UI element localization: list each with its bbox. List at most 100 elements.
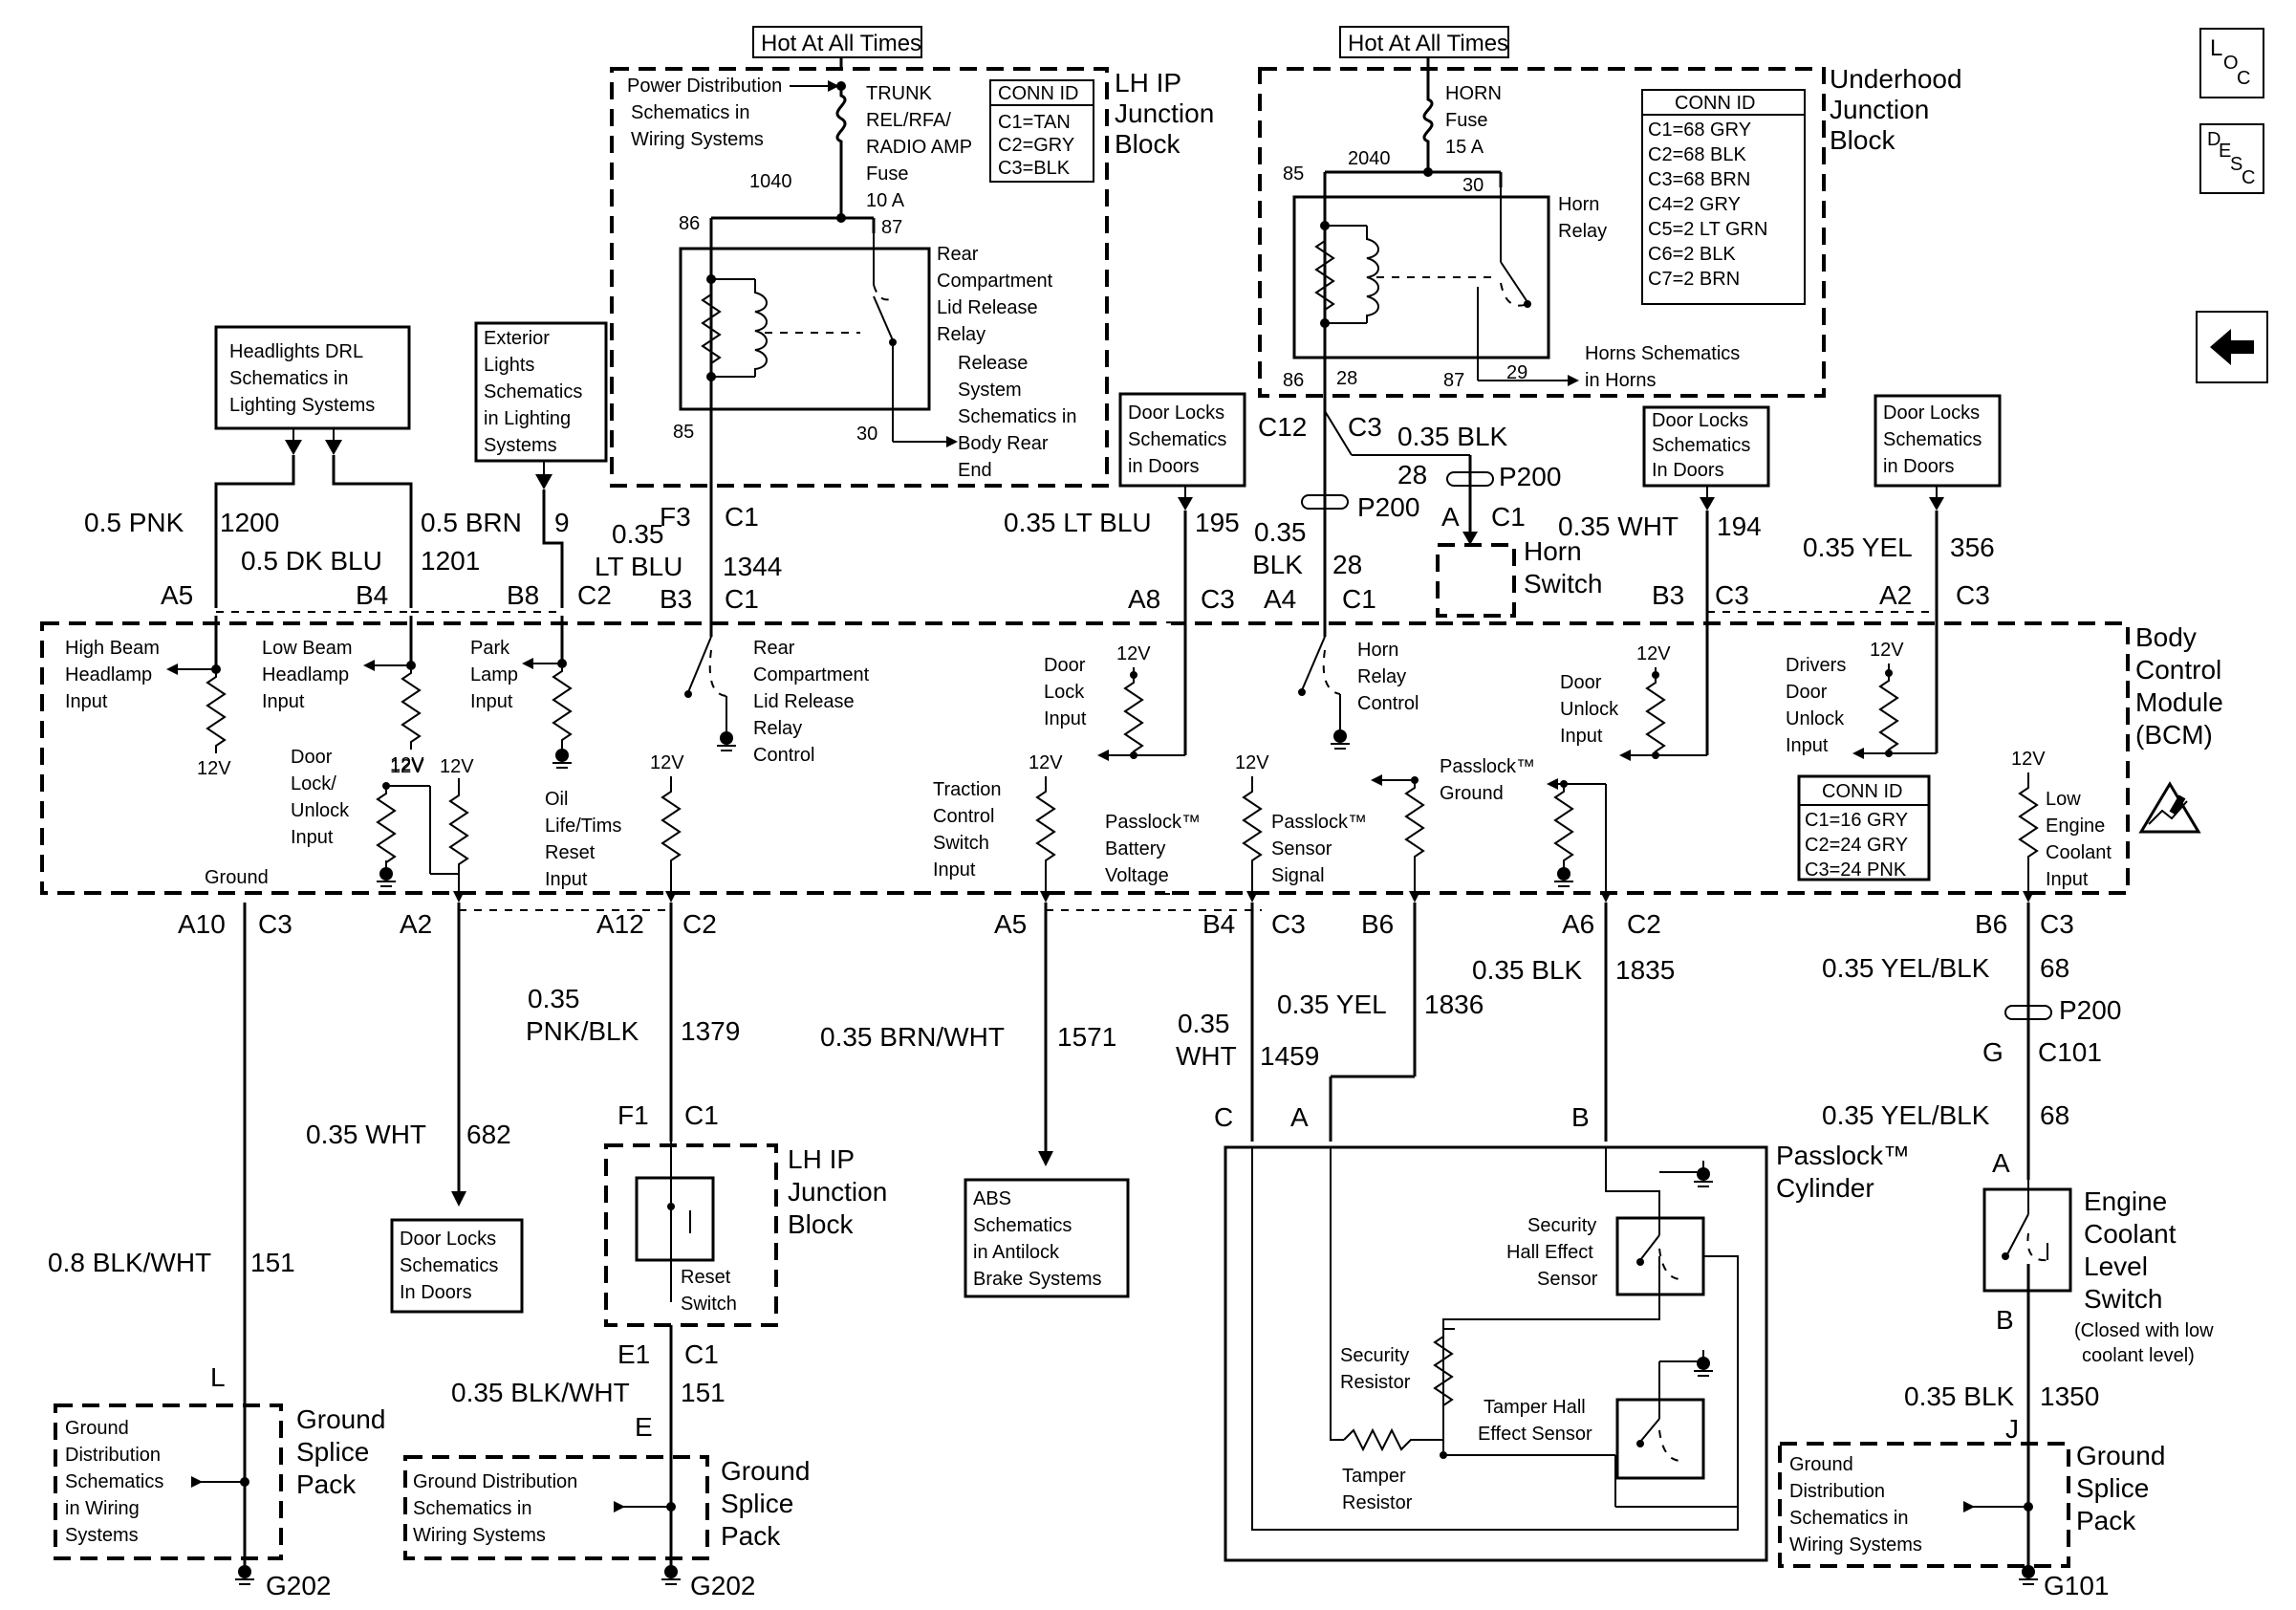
svg-text:in Doors: in Doors — [1883, 456, 1954, 477]
svg-text:C1: C1 — [725, 584, 759, 614]
svg-text:Door Locks: Door Locks — [1883, 402, 1980, 424]
svg-text:in Antilock: in Antilock — [973, 1242, 1060, 1263]
door-locks-ref-box-3[interactable]: Door Locks Schematics in Doors — [1874, 394, 2002, 488]
p200-connector-3: P200 — [2004, 995, 2121, 1025]
svg-text:Input: Input — [262, 691, 305, 712]
svg-text:1200: 1200 — [220, 508, 279, 537]
svg-text:Distribution: Distribution — [65, 1445, 161, 1466]
svg-text:Lid Release: Lid Release — [937, 297, 1038, 318]
svg-text:A4: A4 — [1264, 584, 1296, 614]
svg-text:195: 195 — [1195, 508, 1240, 537]
svg-text:12V: 12V — [390, 756, 424, 777]
svg-text:Ground Distribution: Ground Distribution — [413, 1471, 577, 1492]
location-button[interactable]: LOC — [2199, 28, 2264, 98]
svg-text:C1=TAN: C1=TAN — [998, 112, 1071, 133]
svg-text:C2=GRY: C2=GRY — [998, 135, 1074, 156]
svg-text:0.35 BLK: 0.35 BLK — [1904, 1382, 2015, 1411]
door-locks-ref-box-1[interactable]: Door Locks Schematics in Doors — [1118, 392, 1246, 488]
svg-text:High Beam: High Beam — [65, 638, 160, 659]
svg-text:1836: 1836 — [1424, 990, 1484, 1019]
svg-text:Relay: Relay — [753, 718, 802, 739]
svg-text:12V: 12V — [440, 756, 474, 777]
svg-text:E: E — [635, 1412, 653, 1442]
svg-text:WHT: WHT — [1176, 1041, 1237, 1071]
svg-text:A: A — [1290, 1102, 1309, 1132]
headlights-drl-ref-box[interactable]: Headlights DRL Schematics in Lighting Sy… — [214, 325, 411, 430]
svg-text:E: E — [2219, 141, 2231, 162]
svg-text:Hall Effect: Hall Effect — [1506, 1242, 1593, 1263]
horn-switch[interactable] — [1436, 543, 1516, 618]
svg-text:1379: 1379 — [681, 1016, 740, 1046]
svg-text:Schematics: Schematics — [1883, 429, 1982, 450]
door-locks-ref-box-2[interactable]: Door Locks Schematics In Doors — [1642, 405, 1770, 488]
svg-text:12V: 12V — [650, 752, 684, 773]
svg-text:System: System — [958, 380, 1022, 401]
svg-text:Door Locks: Door Locks — [1128, 402, 1224, 424]
abs-ref-box[interactable]: ABS Schematics in Antilock Brake Systems — [964, 1178, 1130, 1298]
svg-text:Drivers: Drivers — [1786, 655, 1846, 676]
svg-text:0.35 BLK: 0.35 BLK — [1472, 955, 1583, 985]
svg-text:CONN ID: CONN ID — [1675, 93, 1755, 114]
svg-text:Ground: Ground — [1440, 783, 1504, 804]
svg-text:Door Locks: Door Locks — [400, 1229, 496, 1250]
ground-splice-pack-center: Ground Distribution Schematics in Wiring… — [403, 1444, 810, 1600]
svg-text:Horn: Horn — [1524, 536, 1582, 566]
svg-text:Switch: Switch — [1524, 569, 1602, 598]
p200-connector-1: P200 — [1301, 492, 1419, 522]
door-locks-ref-box-4[interactable]: Door Locks Schematics In Doors — [390, 1218, 524, 1314]
svg-text:L: L — [210, 1362, 226, 1392]
svg-text:0.35 YEL: 0.35 YEL — [1277, 990, 1387, 1019]
svg-text:coolant level): coolant level) — [2082, 1345, 2195, 1366]
svg-text:C3=68 BRN: C3=68 BRN — [1648, 169, 1750, 190]
svg-text:C3: C3 — [1348, 412, 1382, 442]
svg-text:Switch: Switch — [681, 1294, 737, 1315]
svg-text:Release: Release — [958, 353, 1028, 374]
svg-text:0.35 LT BLU: 0.35 LT BLU — [1004, 508, 1152, 537]
rear-compartment-relay — [679, 247, 931, 411]
svg-text:Splice: Splice — [2076, 1473, 2149, 1503]
svg-text:C6=2 BLK: C6=2 BLK — [1648, 244, 1736, 265]
svg-text:B8: B8 — [507, 580, 539, 610]
svg-text:BLK: BLK — [1252, 550, 1303, 579]
svg-text:Ground: Ground — [2076, 1441, 2165, 1470]
svg-text:Unlock: Unlock — [1786, 708, 1845, 729]
svg-text:Input: Input — [545, 869, 588, 890]
svg-text:HORN: HORN — [1445, 83, 1502, 104]
svg-text:Ground: Ground — [65, 1418, 129, 1439]
exterior-lights-ref-box[interactable]: Exterior Lights Schematics in Lighting S… — [474, 321, 608, 463]
svg-text:Hot At All Times: Hot At All Times — [761, 31, 921, 56]
svg-text:Body Rear: Body Rear — [958, 433, 1049, 454]
svg-text:C12: C12 — [1258, 412, 1307, 442]
back-arrow-button[interactable] — [2196, 311, 2268, 383]
svg-text:C1=16 GRY: C1=16 GRY — [1805, 810, 1908, 831]
svg-text:85: 85 — [673, 422, 694, 443]
svg-text:B3: B3 — [1652, 580, 1684, 610]
svg-text:Body: Body — [2135, 622, 2197, 652]
reset-switch[interactable] — [635, 1176, 715, 1262]
svg-text:B3: B3 — [660, 584, 692, 614]
svg-text:Module: Module — [2135, 687, 2223, 717]
svg-text:TRUNK: TRUNK — [866, 83, 933, 104]
lh-ip-conn-id: CONN ID C1=TAN C2=GRY C3=BLK — [989, 79, 1094, 183]
svg-text:0.35 YEL/BLK: 0.35 YEL/BLK — [1822, 1100, 1990, 1130]
svg-text:C: C — [2237, 68, 2250, 89]
svg-text:D: D — [2207, 129, 2220, 150]
svg-text:Junction: Junction — [1830, 95, 1929, 124]
svg-text:0.35 BLK/WHT: 0.35 BLK/WHT — [451, 1378, 630, 1407]
svg-text:Passlock™: Passlock™ — [1105, 812, 1201, 833]
svg-text:Lamp: Lamp — [470, 664, 518, 685]
horn-relay-control-circuit: Horn Relay Control — [1298, 616, 1419, 750]
svg-text:0.35 BRN/WHT: 0.35 BRN/WHT — [820, 1022, 1005, 1052]
svg-text:30: 30 — [856, 424, 877, 445]
svg-text:28: 28 — [1332, 550, 1362, 579]
svg-text:C1: C1 — [1491, 502, 1526, 532]
low-coolant-circuit: 12V Low Engine Coolant Input — [2011, 749, 2112, 903]
svg-text:C5=2 LT GRN: C5=2 LT GRN — [1648, 219, 1767, 240]
svg-text:Passlock™: Passlock™ — [1440, 756, 1535, 777]
svg-text:G: G — [1982, 1037, 2004, 1067]
svg-text:Resistor: Resistor — [1340, 1372, 1411, 1393]
svg-text:Cylinder: Cylinder — [1776, 1173, 1874, 1203]
svg-text:Horn: Horn — [1558, 194, 1599, 215]
svg-text:REL/RFA/: REL/RFA/ — [866, 110, 951, 131]
